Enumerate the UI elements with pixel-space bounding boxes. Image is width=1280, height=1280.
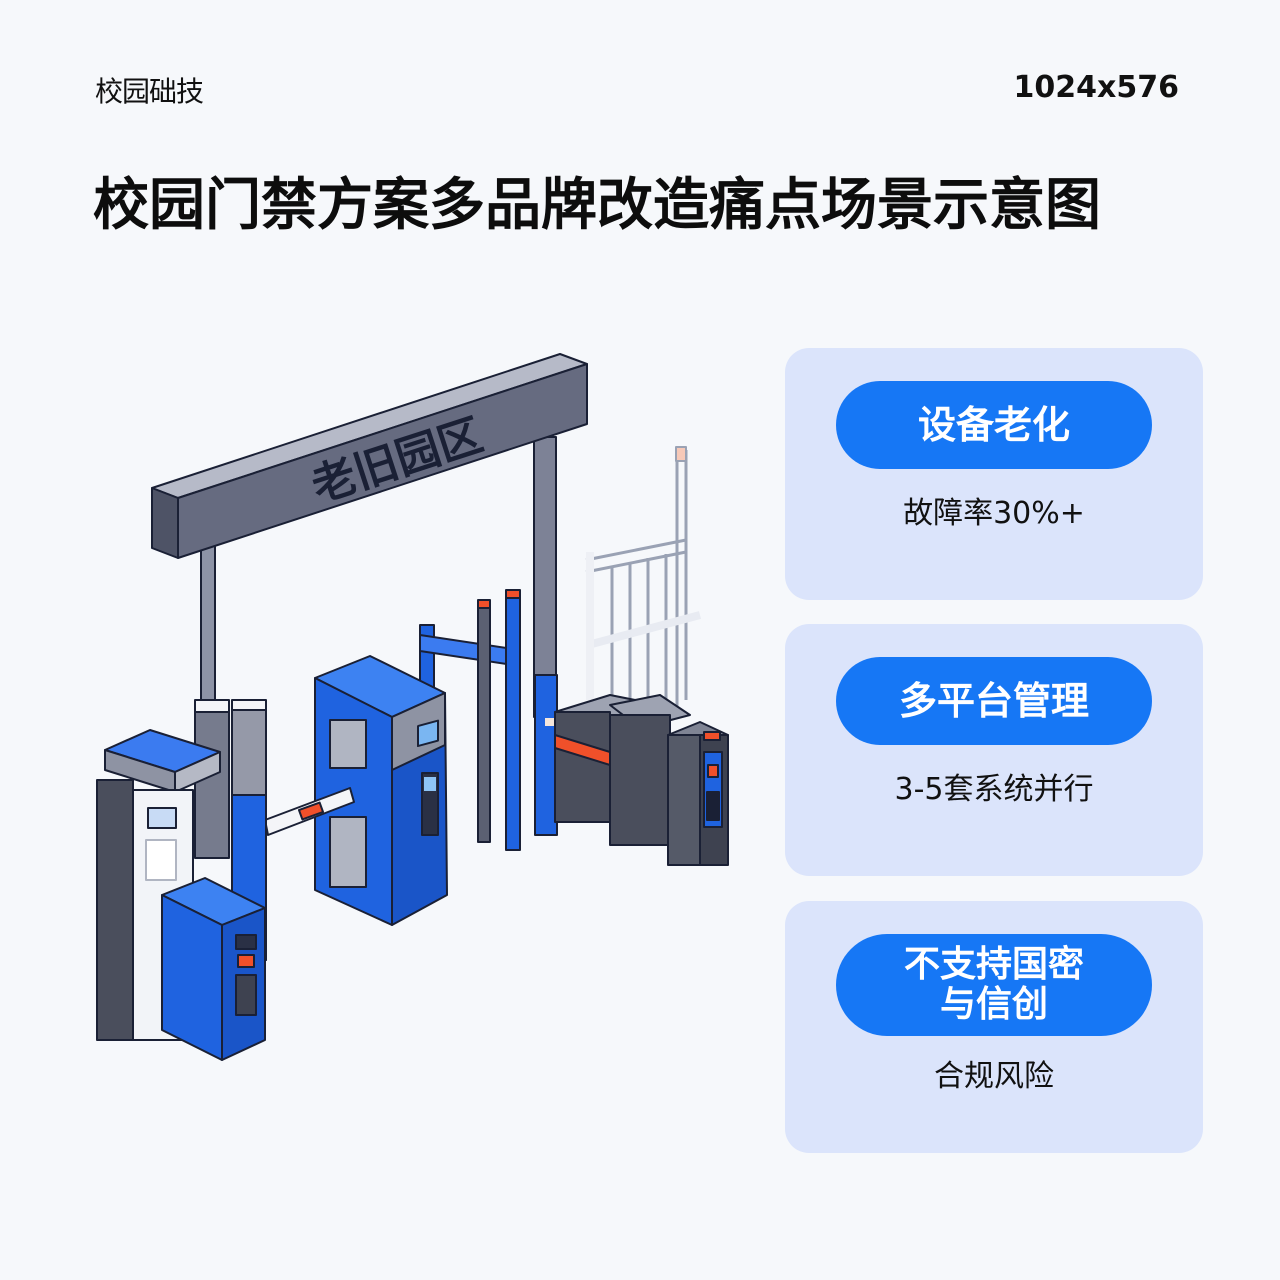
dimension-label: 1024x576	[1013, 70, 1179, 105]
card-subtitle: 故障率30%+	[903, 496, 1085, 531]
card-subtitle: 3-5套系统并行	[894, 772, 1094, 807]
pill-title-line-2: 与信创	[939, 984, 1048, 1025]
campus-gate-illustration: 老旧园区	[40, 330, 780, 1090]
pill-title-line-1: 不支持国密	[903, 944, 1084, 985]
pain-point-card-multi-platform: 多平台管理 3-5套系统并行	[785, 624, 1203, 876]
pill-title: 多平台管理	[836, 657, 1152, 745]
brand-label: 校园础技	[95, 75, 204, 108]
page-title: 校园门禁方案多品牌改造痛点场景示意图	[93, 173, 1101, 238]
pill-title-text: 多平台管理	[898, 679, 1089, 723]
fence-icon	[585, 450, 702, 710]
card-subtitle: 合规风险	[934, 1059, 1054, 1094]
pill-title: 设备老化	[836, 381, 1152, 469]
pill-title: 不支持国密 与信创	[836, 934, 1152, 1036]
pill-title-text: 设备老化	[917, 403, 1070, 447]
pain-point-card-aging-equipment: 设备老化 故障率30%+	[785, 348, 1203, 600]
pain-point-card-compliance: 不支持国密 与信创 合规风险	[785, 901, 1203, 1153]
